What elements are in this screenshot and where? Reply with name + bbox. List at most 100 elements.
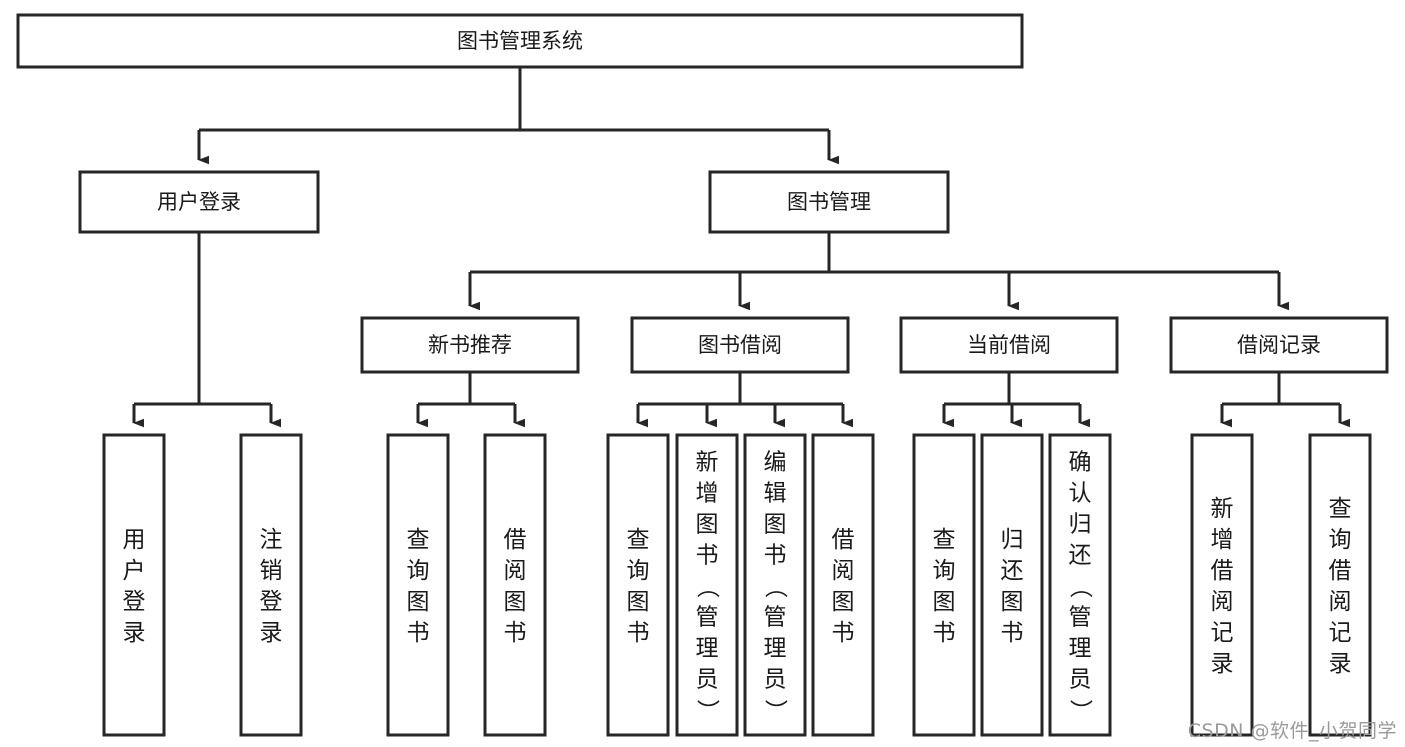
node-box <box>980 433 1044 737</box>
node-box <box>360 316 580 374</box>
node-label-char: 阅 <box>1211 589 1234 615</box>
node-label-char: 管 <box>1069 605 1092 631</box>
node-label-char: 编 <box>764 450 787 476</box>
node-label-char: 书 <box>933 620 956 646</box>
node-box <box>16 13 1024 69</box>
edges-layer <box>132 67 1350 428</box>
node-label-char: 员 <box>696 667 719 693</box>
node-label-char: 询 <box>933 558 956 584</box>
node-borrow-record[interactable]: 借阅记录 <box>1169 316 1389 374</box>
node-box <box>78 170 320 234</box>
node-label-char: 查 <box>1329 496 1352 522</box>
node-label-char: 图 <box>407 589 430 615</box>
node-label: 用户登录 <box>157 190 241 214</box>
node-label-char: 理 <box>764 636 787 662</box>
node-box <box>1048 433 1112 737</box>
node-label-char: 记 <box>1329 620 1352 646</box>
node-label-char: 员 <box>1069 667 1092 693</box>
csdn-watermark: CSDN @软件_小贺同学 <box>1187 720 1397 742</box>
node-box <box>1190 433 1254 737</box>
node-root[interactable]: 图书管理系统 <box>16 13 1024 69</box>
node-box <box>708 170 950 234</box>
node-label-char: 还 <box>1001 558 1024 584</box>
node-label-char: （ <box>762 575 788 598</box>
node-label-char: 新 <box>696 450 719 476</box>
node-box <box>630 316 850 374</box>
node-label: 当前借阅 <box>967 333 1051 357</box>
node-label-char: 借 <box>832 527 855 553</box>
node-label-char: 书 <box>764 543 787 569</box>
node-label-char: 录 <box>260 620 283 646</box>
node-box <box>606 433 670 737</box>
node-label-char: 图 <box>696 512 719 538</box>
node-new-book-recommend[interactable]: 新书推荐 <box>360 316 580 374</box>
node-label-char: 借 <box>504 527 527 553</box>
node-label-char: 录 <box>123 620 146 646</box>
node-label-char: 登 <box>123 589 146 615</box>
node-label-char: 图 <box>832 589 855 615</box>
node-label-char: 录 <box>1211 651 1234 677</box>
node-label-char: 认 <box>1069 481 1092 507</box>
node-label-char: 书 <box>832 620 855 646</box>
node-label-char: 阅 <box>1329 589 1352 615</box>
node-current-borrow[interactable]: 当前借阅 <box>899 316 1119 374</box>
node-label-char: 书 <box>1001 620 1024 646</box>
node-leaf-1[interactable]: 用户登录 <box>102 433 166 737</box>
node-box <box>386 433 450 737</box>
node-label-char: 员 <box>764 667 787 693</box>
node-label-char: 询 <box>627 558 650 584</box>
node-box <box>743 433 807 737</box>
node-label-char: 图 <box>1001 589 1024 615</box>
node-label-char: 询 <box>1329 527 1352 553</box>
node-label-char: 理 <box>1069 636 1092 662</box>
node-box <box>675 433 739 737</box>
node-label-char: 书 <box>407 620 430 646</box>
node-label-char: 查 <box>627 527 650 553</box>
node-label-char: ） <box>694 699 720 722</box>
node-label-char: 归 <box>1001 527 1024 553</box>
node-label: 借阅记录 <box>1237 333 1321 357</box>
node-label-char: 书 <box>504 620 527 646</box>
node-label-char: 管 <box>696 605 719 631</box>
node-label-char: 登 <box>260 589 283 615</box>
node-label-char: 辑 <box>764 481 787 507</box>
node-label-char: 新 <box>1211 496 1234 522</box>
node-label-char: 理 <box>696 636 719 662</box>
node-label-char: 销 <box>260 558 283 584</box>
node-label-char: 记 <box>1211 620 1234 646</box>
node-label-char: 录 <box>1329 651 1352 677</box>
node-label-char: 询 <box>407 558 430 584</box>
nodes-layer: 图书管理系统用户登录图书管理新书推荐图书借阅当前借阅借阅记录用户登录注销登录查询… <box>16 13 1389 737</box>
node-book-borrow[interactable]: 图书借阅 <box>630 316 850 374</box>
node-book-management[interactable]: 图书管理 <box>708 170 950 234</box>
node-label-char: 借 <box>1329 558 1352 584</box>
node-label-char: 确 <box>1069 450 1092 476</box>
node-label-char: 管 <box>764 605 787 631</box>
node-user-login[interactable]: 用户登录 <box>78 170 320 234</box>
node-label: 图书管理 <box>787 190 871 214</box>
node-label-char: 图 <box>504 589 527 615</box>
node-label-char: 书 <box>696 543 719 569</box>
node-label-char: 查 <box>407 527 430 553</box>
node-box <box>239 433 303 737</box>
node-label-char: 查 <box>933 527 956 553</box>
node-label-char: 注 <box>260 527 283 553</box>
node-label-char: 户 <box>123 558 146 584</box>
node-label-char: 还 <box>1069 543 1092 569</box>
node-box <box>1308 433 1372 737</box>
node-label-char: （ <box>694 575 720 598</box>
